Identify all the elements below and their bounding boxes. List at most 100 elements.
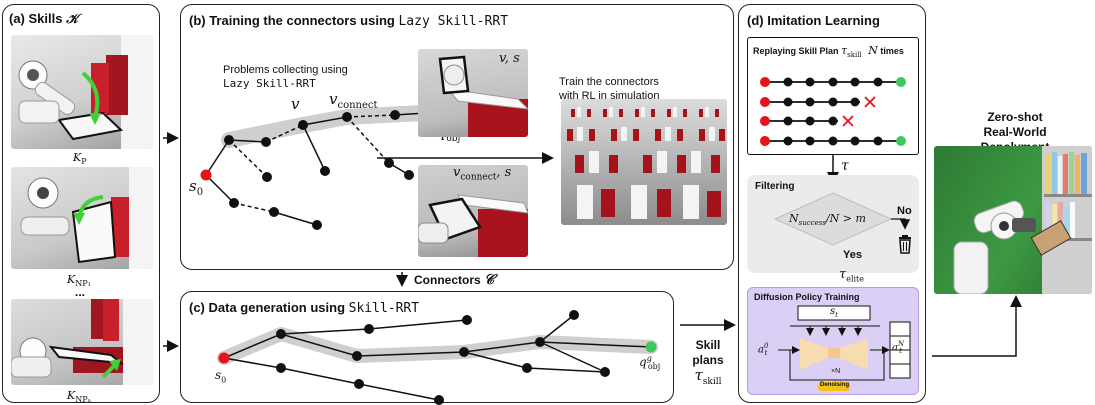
- data-generation-panel: (c) Data generation using Skill-RRT s0 q…: [180, 291, 674, 405]
- action-in-sub: t: [764, 349, 768, 358]
- panel-b-title: (b) Training the connectors using Lazy S…: [189, 13, 508, 29]
- connectors-label: Connectors 𝒞: [414, 272, 494, 288]
- label-s0-c: s0: [215, 368, 226, 384]
- skill-image-place: [11, 299, 153, 385]
- label-vconnect-sub: connect: [337, 100, 378, 111]
- panel-b-title-mono: Lazy Skill-RRT: [398, 14, 509, 29]
- replay-prefix: Replaying Skill Plan: [753, 46, 842, 56]
- label-s0-b-main: s: [189, 177, 197, 195]
- tau-label: τ: [841, 158, 849, 174]
- real-world-image: [934, 146, 1092, 294]
- skill-plans-tau: τ: [694, 366, 703, 384]
- state-label: st: [830, 306, 838, 319]
- skill-label-npn: KNPₙ: [67, 389, 91, 404]
- image2-label: vconnect, s: [453, 165, 511, 183]
- replay-tau: τ: [841, 44, 848, 57]
- connectors-symbol: 𝒞: [484, 272, 495, 288]
- label-s0-c-sub: 0: [221, 375, 227, 385]
- skill-np1-sub: NP₁: [75, 279, 91, 289]
- panel-d-title: (d) Imitation Learning: [747, 13, 880, 28]
- problems-caption: Problems collecting using Lazy Skill-RRT: [223, 63, 348, 91]
- skill-plans-line1: Skill: [695, 338, 721, 352]
- label-qobj-c: qgobj: [639, 354, 660, 371]
- yes-label: Yes: [843, 249, 862, 261]
- skills-panel-title: (a) Skills 𝒦: [9, 11, 78, 27]
- times-n-label: ×N: [831, 368, 841, 375]
- lazy-rrt-tree: [200, 104, 554, 230]
- filter-condition-tail: /N > m: [825, 212, 866, 225]
- replay-suffix: times: [877, 46, 904, 56]
- c-start-node: [218, 352, 230, 364]
- train-caption-line1: Train the connectors: [559, 76, 659, 88]
- replay-caption: Replaying Skill Plan τskill N times: [753, 44, 904, 59]
- action-in-sup: 0: [763, 342, 769, 350]
- filter-condition-sub: success: [798, 219, 826, 228]
- panel-c-title-mono: Skill-RRT: [348, 301, 420, 316]
- label-s0-b-sub: 0: [196, 187, 204, 198]
- skill-rrt-tree: [217, 310, 658, 405]
- arrow-d-to-deploy: [932, 295, 1022, 357]
- problems-caption-line1: Problems collecting using: [223, 64, 348, 76]
- label-qobj-sub: obj: [446, 134, 461, 144]
- skill-rrt-highlight: [217, 327, 658, 365]
- connector-image-vs: [418, 49, 528, 137]
- start-node: [200, 169, 212, 181]
- filter-condition-n: N: [789, 212, 799, 225]
- simulation-image-drawing: [567, 107, 725, 219]
- skill-label-p: KP: [73, 151, 87, 166]
- failure-marks: [842, 96, 876, 127]
- tau-elite-sub: elite: [846, 274, 865, 284]
- skill-image-push-drawing: [18, 35, 153, 149]
- no-label: No: [897, 205, 912, 217]
- connector-image-vconnect-s: [418, 165, 528, 257]
- skill-npn-sub: NPₙ: [75, 395, 92, 405]
- replay-n: N: [868, 44, 878, 57]
- skills-title-text: (a) Skills: [9, 11, 63, 26]
- label-v-b: v: [291, 95, 300, 113]
- skill-npn-k: K: [67, 389, 76, 402]
- panel-c-title: (c) Data generation using Skill-RRT: [189, 300, 419, 316]
- image2-label-tail: , s: [496, 165, 512, 180]
- connector-image-vs-drawing: [438, 55, 528, 137]
- filter-condition: Nsuccess/N > m: [789, 212, 866, 227]
- panel-b-title-text: (b) Training the connectors using: [189, 13, 399, 28]
- skill-plans-line2: plans: [692, 353, 724, 367]
- skill-p-k: K: [73, 151, 82, 164]
- skill-label-np1: KNP₁: [67, 273, 91, 288]
- action-out-sub: t: [899, 347, 902, 356]
- label-qobj-c-sub: obj: [647, 362, 661, 372]
- skill-image-flip: [11, 167, 153, 269]
- replay-tau-sub: skill: [847, 50, 862, 59]
- diffusion-diagram: [778, 305, 911, 391]
- zero-shot-line2: Real-World: [983, 125, 1047, 139]
- diffusion-box: Diffusion Policy Training st: [747, 287, 919, 395]
- label-vconnect-b: vconnect: [329, 90, 378, 111]
- denoising-badge: [818, 382, 850, 391]
- denoising-label: Denoising: [820, 382, 850, 388]
- filter-diamond: [773, 192, 911, 254]
- skill-plans-symbol: τskill: [688, 368, 728, 390]
- training-connectors-panel: (b) Training the connectors using Lazy S…: [180, 4, 734, 270]
- filtering-box: Filtering Nsuccess/N > m No Yes: [747, 175, 919, 273]
- tau-elite-label: τelite: [839, 267, 864, 284]
- state-s: s: [830, 306, 836, 317]
- skill-np1-k: K: [67, 273, 76, 286]
- skill-plans-tau-sub: skill: [702, 377, 722, 387]
- skills-symbol: 𝒦: [66, 12, 79, 27]
- action-in-label: a0t: [758, 342, 769, 358]
- action-in-a: a: [758, 344, 764, 356]
- trash-icon: [899, 235, 911, 254]
- action-out-label: aNt: [892, 340, 905, 356]
- skills-panel: (a) Skills 𝒦 KP: [2, 4, 160, 404]
- panel-c-title-text: (c) Data generation using: [189, 300, 349, 315]
- image1-label: v, s: [499, 51, 520, 66]
- skill-p-sub: P: [81, 157, 87, 167]
- connector-image-vconnect-s-drawing: [418, 194, 528, 257]
- action-out-sup: N: [897, 340, 905, 348]
- replay-rows: [760, 77, 906, 146]
- label-vconnect-main: v: [329, 90, 338, 108]
- imitation-learning-panel: (d) Imitation Learning Replaying Skill P…: [738, 4, 926, 403]
- real-world-image-drawing: [953, 146, 1092, 294]
- label-qobj-c-sup: g: [646, 354, 652, 363]
